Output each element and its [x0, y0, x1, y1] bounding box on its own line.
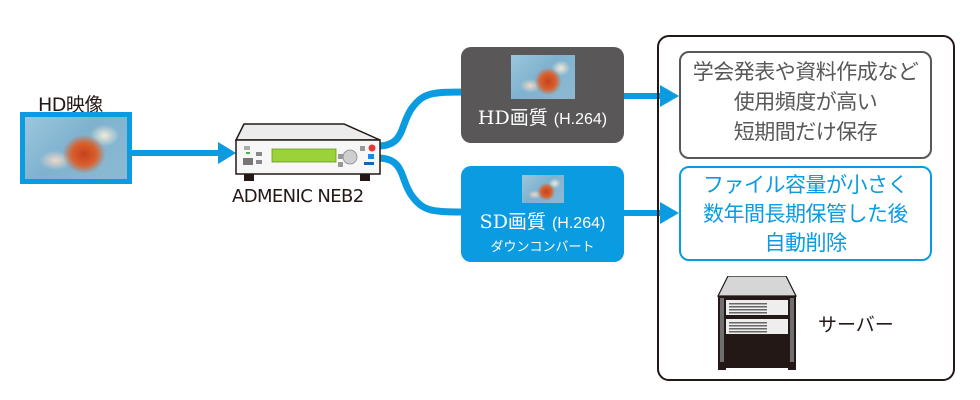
note-hd-line: 短期間だけ保存 — [733, 120, 878, 144]
connector-device-to-sd — [377, 154, 471, 216]
hd-video-thumbnail — [510, 55, 575, 99]
output-hd-quality: HD画質 — [477, 107, 548, 129]
server-label: サーバー — [818, 314, 894, 336]
surgery-photo — [25, 117, 127, 179]
note-sd-line: 自動削除 — [764, 231, 848, 255]
sd-video-thumbnail — [521, 175, 564, 203]
storage-note-hd: 学会発表や資料作成など 使用頻度が高い 短期間だけ保存 — [679, 51, 932, 159]
server-rack-icon — [717, 276, 797, 370]
arrowhead-hd-storage — [660, 85, 679, 107]
output-sd-title: SD画質 (H.264) — [461, 207, 624, 234]
device-name: ADMENIC NEB2 — [232, 186, 364, 207]
arrowhead-sd-storage — [660, 202, 679, 224]
output-sd-codec: (H.264) — [551, 215, 606, 232]
output-box-sd: SD画質 (H.264) ダウンコンバート — [461, 166, 624, 262]
video-recorder-device-icon — [234, 123, 381, 181]
output-box-hd: HD画質 (H.264) — [461, 47, 624, 143]
storage-note-sd: ファイル容量が小さく 数年間長期保管した後 自動削除 — [679, 166, 932, 261]
arrowhead-device — [218, 142, 236, 164]
output-sd-quality: SD画質 — [479, 211, 546, 233]
storage-frame — [657, 35, 955, 381]
connector-device-to-hd — [377, 88, 471, 150]
output-sd-subtitle: ダウンコンバート — [490, 240, 595, 255]
note-sd-line: 数年間長期保管した後 — [703, 202, 909, 226]
note-hd-line: 使用頻度が高い — [733, 90, 878, 114]
source-label: HD映像 — [38, 94, 103, 116]
output-hd-codec: (H.264) — [553, 111, 608, 128]
note-sd-line: ファイル容量が小さく — [703, 173, 909, 197]
note-hd-line: 学会発表や資料作成など — [692, 60, 919, 84]
source-video-thumbnail — [20, 112, 132, 184]
output-hd-title: HD画質 (H.264) — [461, 103, 624, 130]
